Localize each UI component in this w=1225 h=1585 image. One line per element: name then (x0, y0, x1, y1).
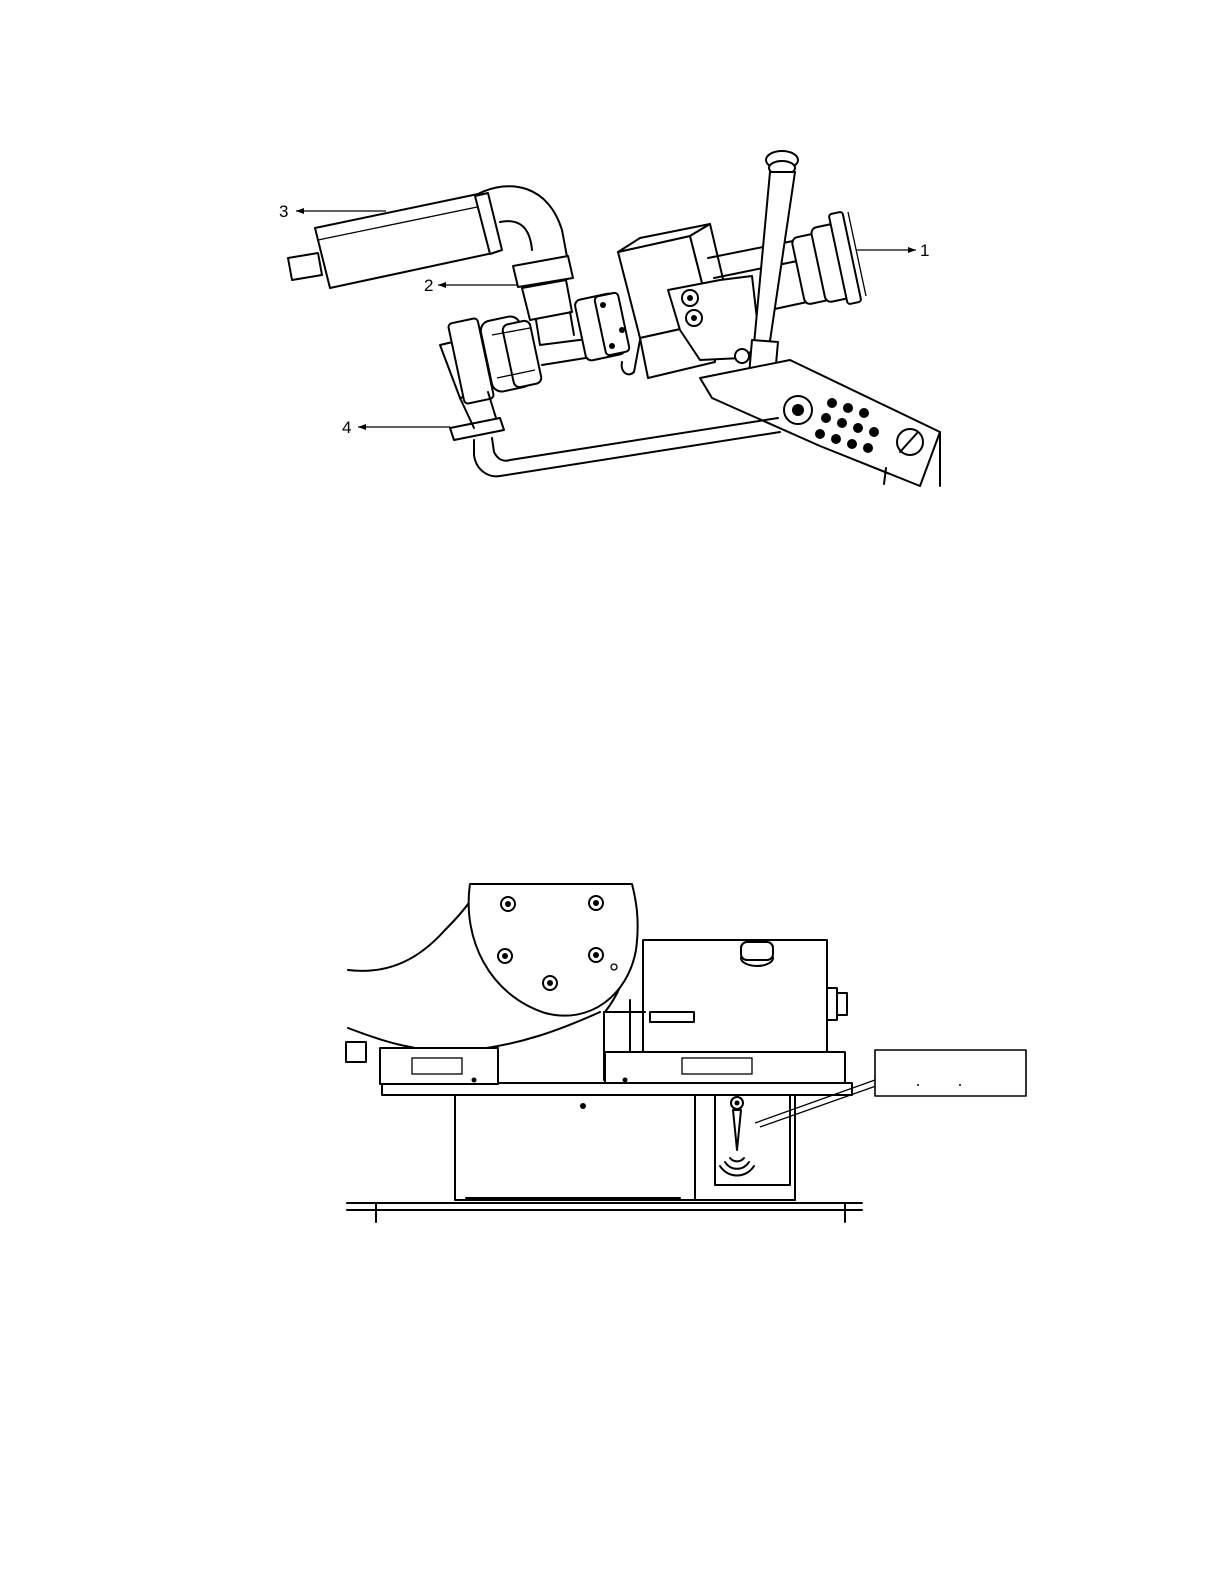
callout-label-3: 3 (279, 202, 288, 221)
rotary-disc (469, 884, 638, 1016)
callout-label-4: 4 (342, 418, 351, 437)
motor (288, 193, 502, 288)
label-box (875, 1050, 1026, 1096)
perforated-arm (700, 360, 940, 486)
pump-flange (440, 315, 542, 405)
top-figure: 3 2 4 1 (279, 151, 940, 486)
coupling (574, 292, 630, 361)
floor-line (347, 1198, 862, 1222)
sensor-panel (715, 1096, 790, 1185)
callout-label-2: 2 (424, 276, 433, 295)
suction-flange (791, 212, 866, 305)
callout-label-1: 1 (920, 241, 929, 260)
bottom-figure (346, 884, 1026, 1222)
